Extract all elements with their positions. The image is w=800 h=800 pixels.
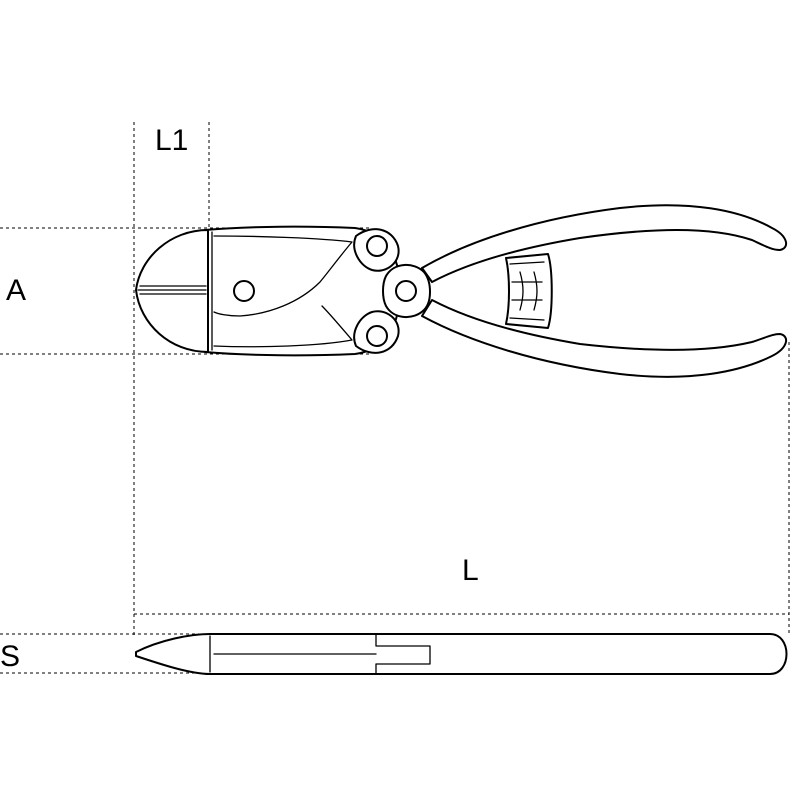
handle-spring-detail xyxy=(509,261,545,321)
jaw-tip xyxy=(135,229,209,353)
pliers-side-view xyxy=(135,633,788,675)
side-profile xyxy=(135,633,788,675)
pivot-center xyxy=(395,280,417,302)
dimension-label-a: A xyxy=(6,274,26,307)
jaw-inner-contour-lower xyxy=(213,305,353,348)
lower-handle xyxy=(421,299,788,378)
handle-spring xyxy=(505,253,553,329)
side-handle-step xyxy=(375,633,431,675)
dimension-label-s: S xyxy=(0,640,20,673)
pivot-jaw xyxy=(233,280,255,302)
upper-handle xyxy=(421,204,788,283)
pivot-lower xyxy=(366,325,388,347)
pliers-top-view xyxy=(135,204,788,378)
jaw-inner-contour xyxy=(213,235,353,317)
dimension-label-l1: L1 xyxy=(155,124,188,157)
pivot-upper xyxy=(366,235,388,257)
dimension-label-l: L xyxy=(462,554,479,587)
